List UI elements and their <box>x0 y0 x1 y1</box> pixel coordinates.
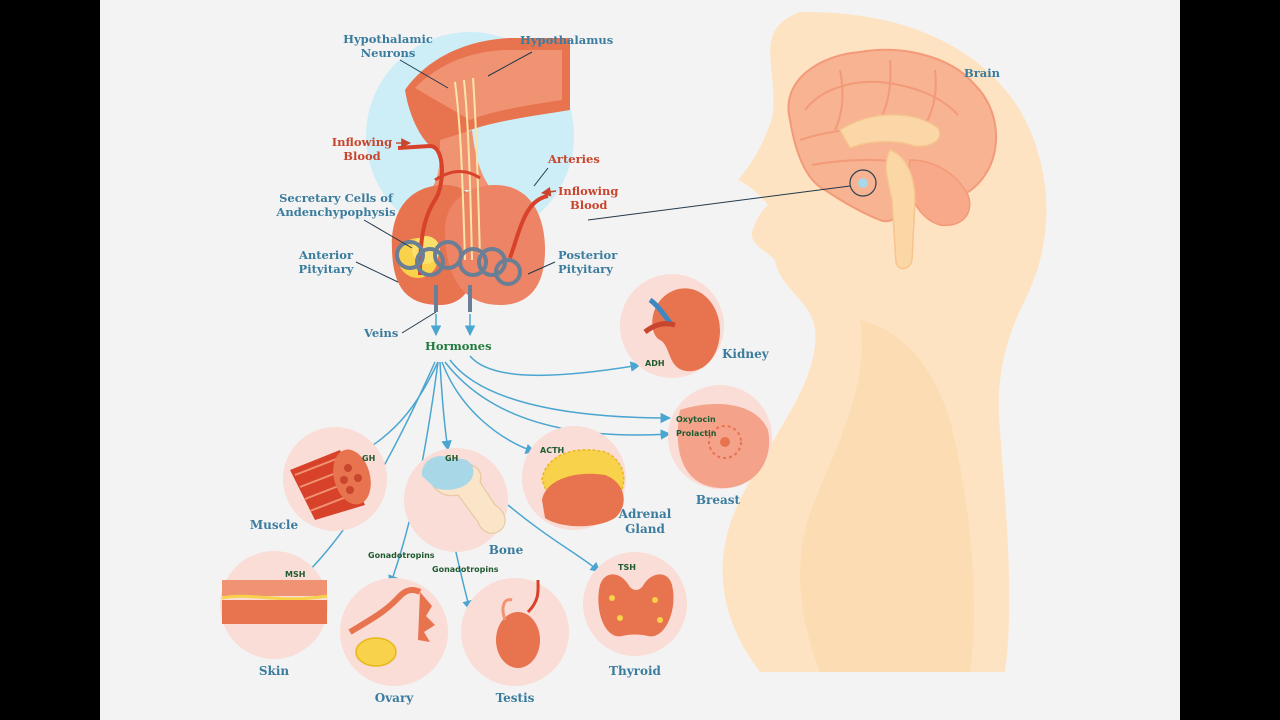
hypothalamic-neurons-leader <box>399 59 449 89</box>
oxytocin-tag: Oxytocin <box>676 415 716 424</box>
gh-bone-tag: GH <box>445 454 458 463</box>
inflowing-blood-right-arrow <box>541 186 557 197</box>
skin-label: Skin <box>259 664 290 678</box>
kidney-label: Kidney <box>722 347 770 361</box>
bone-icon <box>404 448 508 552</box>
adrenal-gland-icon <box>522 426 626 530</box>
adh-tag: ADH <box>645 359 665 368</box>
secretory-cells-leader <box>363 219 413 249</box>
bone-label: Bone <box>489 543 524 557</box>
brain-icon <box>787 48 998 270</box>
arrow-to-bone <box>439 361 452 452</box>
thyroid-icon <box>583 552 687 656</box>
brain-zoom-line <box>587 185 851 221</box>
arrow-to-oxytocin <box>449 359 672 424</box>
arrow-to-muscle <box>361 361 439 453</box>
breast-label: Breast <box>696 493 741 507</box>
hypothalamus-label: Hypothalamus <box>520 33 613 47</box>
arteries-label: Arteries <box>547 152 600 166</box>
ovary-label: Ovary <box>375 691 415 705</box>
skin-icon <box>220 551 328 659</box>
kidney-icon <box>620 274 724 378</box>
posterior-pituitary-label-2: Pityitary <box>558 262 613 276</box>
hormones-label: Hormones <box>425 339 492 353</box>
posterior-pituitary-label-1: Posterior <box>558 248 618 262</box>
breast-icon <box>668 385 772 489</box>
pituitary-gland-icon <box>391 38 570 312</box>
veins-label: Veins <box>363 326 398 340</box>
muscle-label: Muscle <box>250 518 299 532</box>
posterior-pituitary-leader <box>527 261 556 275</box>
secretory-cells-label-1: Secretary Cells of <box>279 191 394 205</box>
hypothalamus-leader <box>487 51 533 77</box>
arrow-to-kidney <box>469 355 642 377</box>
gonadotropins-testis-tag: Gonadotropins <box>432 565 499 574</box>
hypothalamic-neurons-label-2: Neurons <box>361 46 416 60</box>
anterior-pituitary-label-2: Pityitary <box>299 262 354 276</box>
arrow-to-prolactin <box>444 361 672 440</box>
thyroid-label: Thyroid <box>609 664 662 678</box>
gh-muscle-tag: GH <box>362 454 375 463</box>
msh-tag: MSH <box>285 570 305 579</box>
veins-leader <box>401 311 437 334</box>
inflowing-blood-right-label-1: Inflowing <box>558 184 618 198</box>
inflowing-blood-left-label-1: Inflowing <box>332 135 392 149</box>
anterior-pituitary-label-1: Anterior <box>298 248 354 262</box>
arteries-leader <box>533 167 549 187</box>
inflowing-blood-right-label-2: Blood <box>570 198 607 212</box>
muscle-icon <box>283 427 387 531</box>
secretory-cells-label-2: Andenchypophysis <box>275 205 395 219</box>
arrow-to-thyroid <box>507 504 601 573</box>
hypothalamic-neurons-label-1: Hypothalamic <box>343 32 433 46</box>
tsh-tag: TSH <box>618 563 636 572</box>
prolactin-tag: Prolactin <box>676 429 717 438</box>
acth-tag: ACTH <box>540 446 564 455</box>
anterior-pituitary-leader <box>355 261 399 283</box>
adrenal-label-1: Adrenal <box>618 507 672 521</box>
gonadotropins-ovary-tag: Gonadotropins <box>368 551 435 560</box>
adrenal-label-2: Gland <box>625 522 665 536</box>
diagram-canvas: Brain Hypothalamic Neurons Hypothalamus <box>100 0 1180 720</box>
inflowing-blood-left-label-2: Blood <box>343 149 380 163</box>
arrow-to-adrenal <box>441 361 536 454</box>
endocrine-diagram: Brain Hypothalamic Neurons Hypothalamus <box>220 11 1047 705</box>
brain-label: Brain <box>964 66 1001 80</box>
ovary-icon <box>340 578 448 686</box>
testis-label: Testis <box>496 691 535 705</box>
testis-icon <box>461 578 569 686</box>
